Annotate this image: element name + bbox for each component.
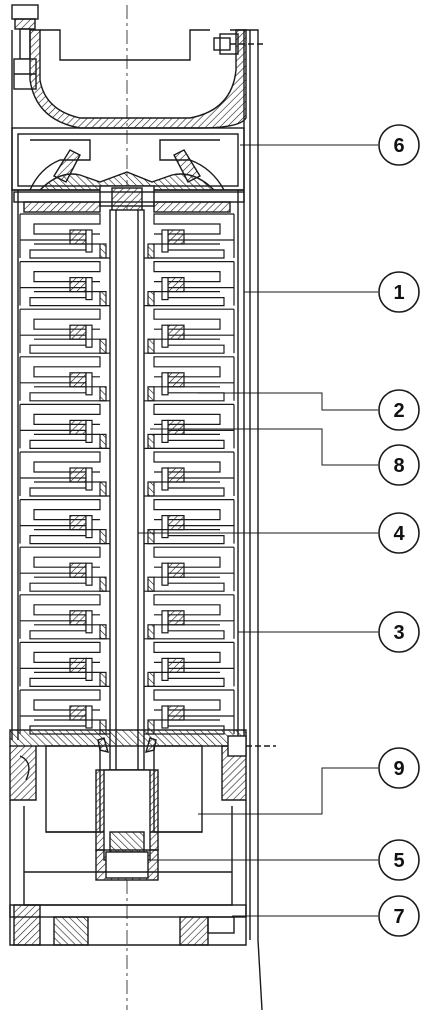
pump-stage: [19, 261, 235, 307]
pump-stage: [19, 403, 235, 449]
callout-label: 7: [393, 906, 404, 928]
callout-5: 5: [378, 839, 420, 881]
pump-outer-sleeve: [11, 29, 263, 1011]
suction-interconnector: [9, 729, 276, 946]
impeller-stage-stack: [19, 213, 235, 735]
discharge-head: [11, 4, 264, 191]
pump-stage: [19, 546, 235, 592]
callout-circle: [378, 444, 420, 486]
stack-top-plate: [13, 191, 245, 213]
callout-circle: [378, 895, 420, 937]
callout-4: 4: [378, 512, 420, 554]
pump-stage: [19, 451, 235, 497]
pump-stage: [19, 641, 235, 688]
callout-circle: [378, 389, 420, 431]
callout-circle: [378, 124, 420, 166]
callout-label: 6: [393, 135, 404, 157]
callout-6: 6: [378, 124, 420, 166]
callout-label: 3: [393, 622, 404, 644]
callout-label: 9: [393, 758, 404, 780]
pump-stage: [19, 213, 235, 259]
callout-label: 8: [393, 455, 404, 477]
leader-lines: [138, 144, 378, 917]
callout-1: 1: [378, 271, 420, 313]
pump-shaft: [109, 209, 145, 771]
callout-label: 5: [393, 850, 404, 872]
callout-2: 2: [378, 389, 420, 431]
callout-label: 1: [393, 282, 404, 304]
callout-9: 9: [378, 747, 420, 789]
callout-circle: [378, 839, 420, 881]
callout-7: 7: [378, 895, 420, 937]
callout-circle: [378, 611, 420, 653]
callout-circle: [378, 271, 420, 313]
pump-stage: [19, 594, 235, 640]
callout-circle: [378, 512, 420, 554]
callout-circle: [378, 747, 420, 789]
pump-stage: [19, 499, 235, 545]
pump-stage: [19, 308, 235, 354]
callout-label: 4: [393, 523, 405, 545]
pump-stage: [19, 356, 235, 402]
callout-8: 8: [378, 444, 420, 486]
callout-label: 2: [393, 400, 404, 422]
callout-3: 3: [378, 611, 420, 653]
